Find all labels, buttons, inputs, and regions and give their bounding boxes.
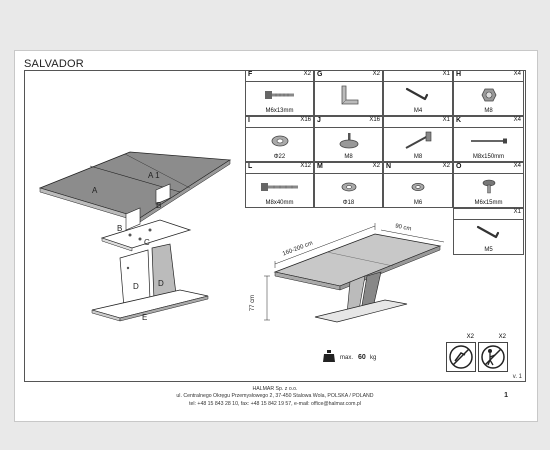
part-letter: O: [456, 163, 462, 170]
part-qty: X4: [513, 163, 521, 169]
cam-lock-icon: [339, 132, 358, 148]
parts-table: F X2 M6x13mm G X2 X1 M4 H X4 M8 I X16 Φ2…: [245, 70, 524, 255]
part-letter: K: [456, 117, 462, 124]
part-qty: X12: [300, 163, 311, 169]
allen-key-icon: [476, 225, 499, 239]
part-cell-j: J X16 M8: [314, 116, 383, 162]
part-letter: M: [317, 163, 323, 170]
page-number: 1: [504, 392, 508, 399]
part-cell-o: O X4 M6x15mm: [453, 162, 524, 208]
exploded-assembly-diagram: [38, 151, 232, 322]
part-qty: X1: [513, 209, 521, 215]
part-label-e: E: [142, 313, 148, 322]
part-letter: L: [248, 163, 253, 170]
company-contact: tel: +48 15 843 28 10, fax: +48 15 842 1…: [189, 400, 361, 407]
part-name: M6x13mm: [265, 108, 294, 114]
weight-label: max.: [340, 355, 354, 361]
part-label-b1: B: [117, 224, 123, 233]
weight-value: 60: [358, 354, 366, 361]
part-cell-h: H X4 M8: [453, 70, 524, 116]
part-cell-m: M X2 Φ18: [314, 162, 383, 208]
washer-icon: [271, 135, 288, 146]
bolt-icon: [264, 90, 294, 99]
part-qty: X16: [369, 117, 380, 123]
bolt-icon: [260, 182, 298, 191]
part-name: M6x15mm: [474, 200, 503, 206]
assembled-table-diagram: [264, 223, 445, 323]
part-qty: X1: [442, 117, 450, 123]
part-name: Φ22: [273, 154, 286, 160]
part-name: M6: [413, 200, 423, 206]
allen-key-icon: [405, 87, 429, 100]
part-name: M8: [344, 154, 353, 160]
warning-box-1: X2: [446, 334, 476, 372]
part-cell-m4: X1 M4: [383, 70, 453, 116]
part-letter: G: [317, 71, 323, 78]
dimension-height: 77 cm: [250, 294, 257, 312]
part-label-a1: A 1: [148, 171, 160, 180]
part-qty: X1: [442, 71, 450, 77]
washer-icon: [411, 182, 425, 191]
no-tools-icon: [449, 345, 473, 369]
part-cell-i: I X16 Φ22: [245, 116, 314, 162]
part-name: M8: [484, 108, 493, 114]
company-footer: HALMAR Sp. z o.o. ul. Centralnego Okręgu…: [0, 386, 550, 408]
company-address: ul. Centralnego Okręgu Przemysłowego 2, …: [176, 393, 374, 400]
part-letter: J: [317, 117, 321, 124]
part-name: M4: [413, 108, 423, 114]
part-qty: X16: [300, 117, 311, 123]
part-qty: X2: [372, 163, 380, 169]
part-name: M8x150mm: [472, 154, 505, 160]
part-cell-m8-tool: X1 M8: [383, 116, 453, 162]
part-qty: X4: [513, 71, 521, 77]
company-name: HALMAR Sp. z o.o.: [252, 386, 298, 392]
part-label-c: C: [144, 238, 150, 247]
part-label-b2: B: [156, 201, 162, 210]
rod-icon: [470, 138, 507, 143]
part-name: M5: [484, 247, 493, 253]
part-qty: X2: [442, 163, 450, 169]
warning-qty: X2: [466, 334, 474, 340]
part-cell-m5-tool: X1 M5: [453, 208, 524, 255]
part-name: M8x40mm: [265, 200, 294, 206]
version-label: v. 1: [512, 374, 522, 380]
part-letter: F: [248, 71, 253, 78]
washer-icon: [341, 182, 356, 191]
part-cell-n: N X2 M6: [383, 162, 453, 208]
part-qty: X2: [372, 71, 380, 77]
bracket-icon: [341, 85, 358, 104]
part-name: M8: [413, 154, 423, 160]
socket-wrench-icon: [405, 131, 432, 149]
part-label-d1: D: [133, 282, 139, 291]
part-label-d2: D: [158, 279, 164, 288]
warning-box-2: X2: [478, 334, 508, 372]
nut-icon: [481, 88, 496, 101]
screw-icon: [482, 179, 495, 193]
part-cell-l: L X12 M8x40mm: [245, 162, 314, 208]
part-qty: X4: [513, 117, 521, 123]
part-cell-f: F X2 M6x13mm: [245, 70, 314, 116]
part-letter: H: [456, 71, 462, 78]
weight-unit: kg: [370, 355, 377, 361]
part-name: Φ18: [342, 200, 355, 206]
part-qty: X2: [303, 71, 311, 77]
part-cell-g: G X2: [314, 70, 383, 116]
warning-qty: X2: [498, 334, 506, 340]
two-person-lift-icon: [481, 345, 505, 369]
part-cell-k: K X4 M8x150mm: [453, 116, 524, 162]
part-label-a: A: [92, 186, 98, 195]
page-title: SALVADOR: [24, 58, 84, 70]
weight-icon: [323, 350, 335, 362]
part-letter: N: [386, 163, 392, 170]
part-letter: I: [248, 117, 250, 124]
